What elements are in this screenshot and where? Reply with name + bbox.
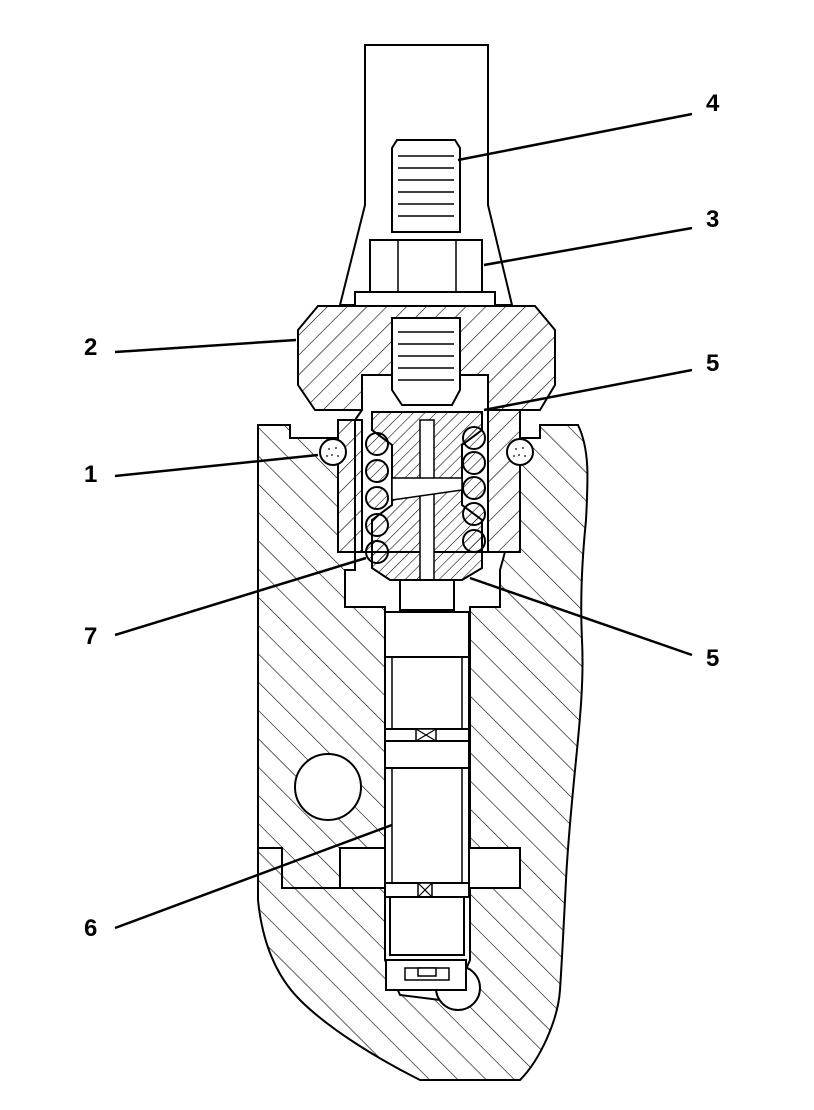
callout-2: 2 bbox=[84, 334, 98, 361]
callout-4: 4 bbox=[706, 90, 720, 117]
callout-5-upper: 5 bbox=[706, 350, 720, 377]
callout-5-lower: 5 bbox=[706, 645, 720, 672]
o-rings bbox=[319, 438, 534, 466]
callout-7: 7 bbox=[84, 623, 98, 650]
leader-line-6 bbox=[114, 823, 393, 930]
spool-stem bbox=[399, 579, 455, 611]
callout-3: 3 bbox=[706, 206, 720, 233]
spring-coils bbox=[365, 426, 486, 564]
cartridge bbox=[384, 611, 470, 991]
leader-line-4 bbox=[457, 112, 693, 162]
leader-line-5a bbox=[483, 368, 693, 412]
port-circle bbox=[294, 753, 362, 821]
leader-line-2 bbox=[114, 338, 297, 354]
callout-6: 6 bbox=[84, 915, 98, 942]
callout-1: 1 bbox=[84, 461, 98, 488]
housing-body bbox=[257, 424, 589, 1081]
lock-nut bbox=[354, 239, 496, 307]
adjusting-screw bbox=[391, 139, 461, 233]
leader-line-1 bbox=[114, 453, 319, 478]
leader-line-5b bbox=[469, 576, 693, 657]
leader-lines bbox=[114, 112, 693, 930]
leader-line-3 bbox=[483, 226, 693, 267]
valve-spool bbox=[371, 411, 483, 581]
leader-line-7 bbox=[114, 556, 367, 637]
